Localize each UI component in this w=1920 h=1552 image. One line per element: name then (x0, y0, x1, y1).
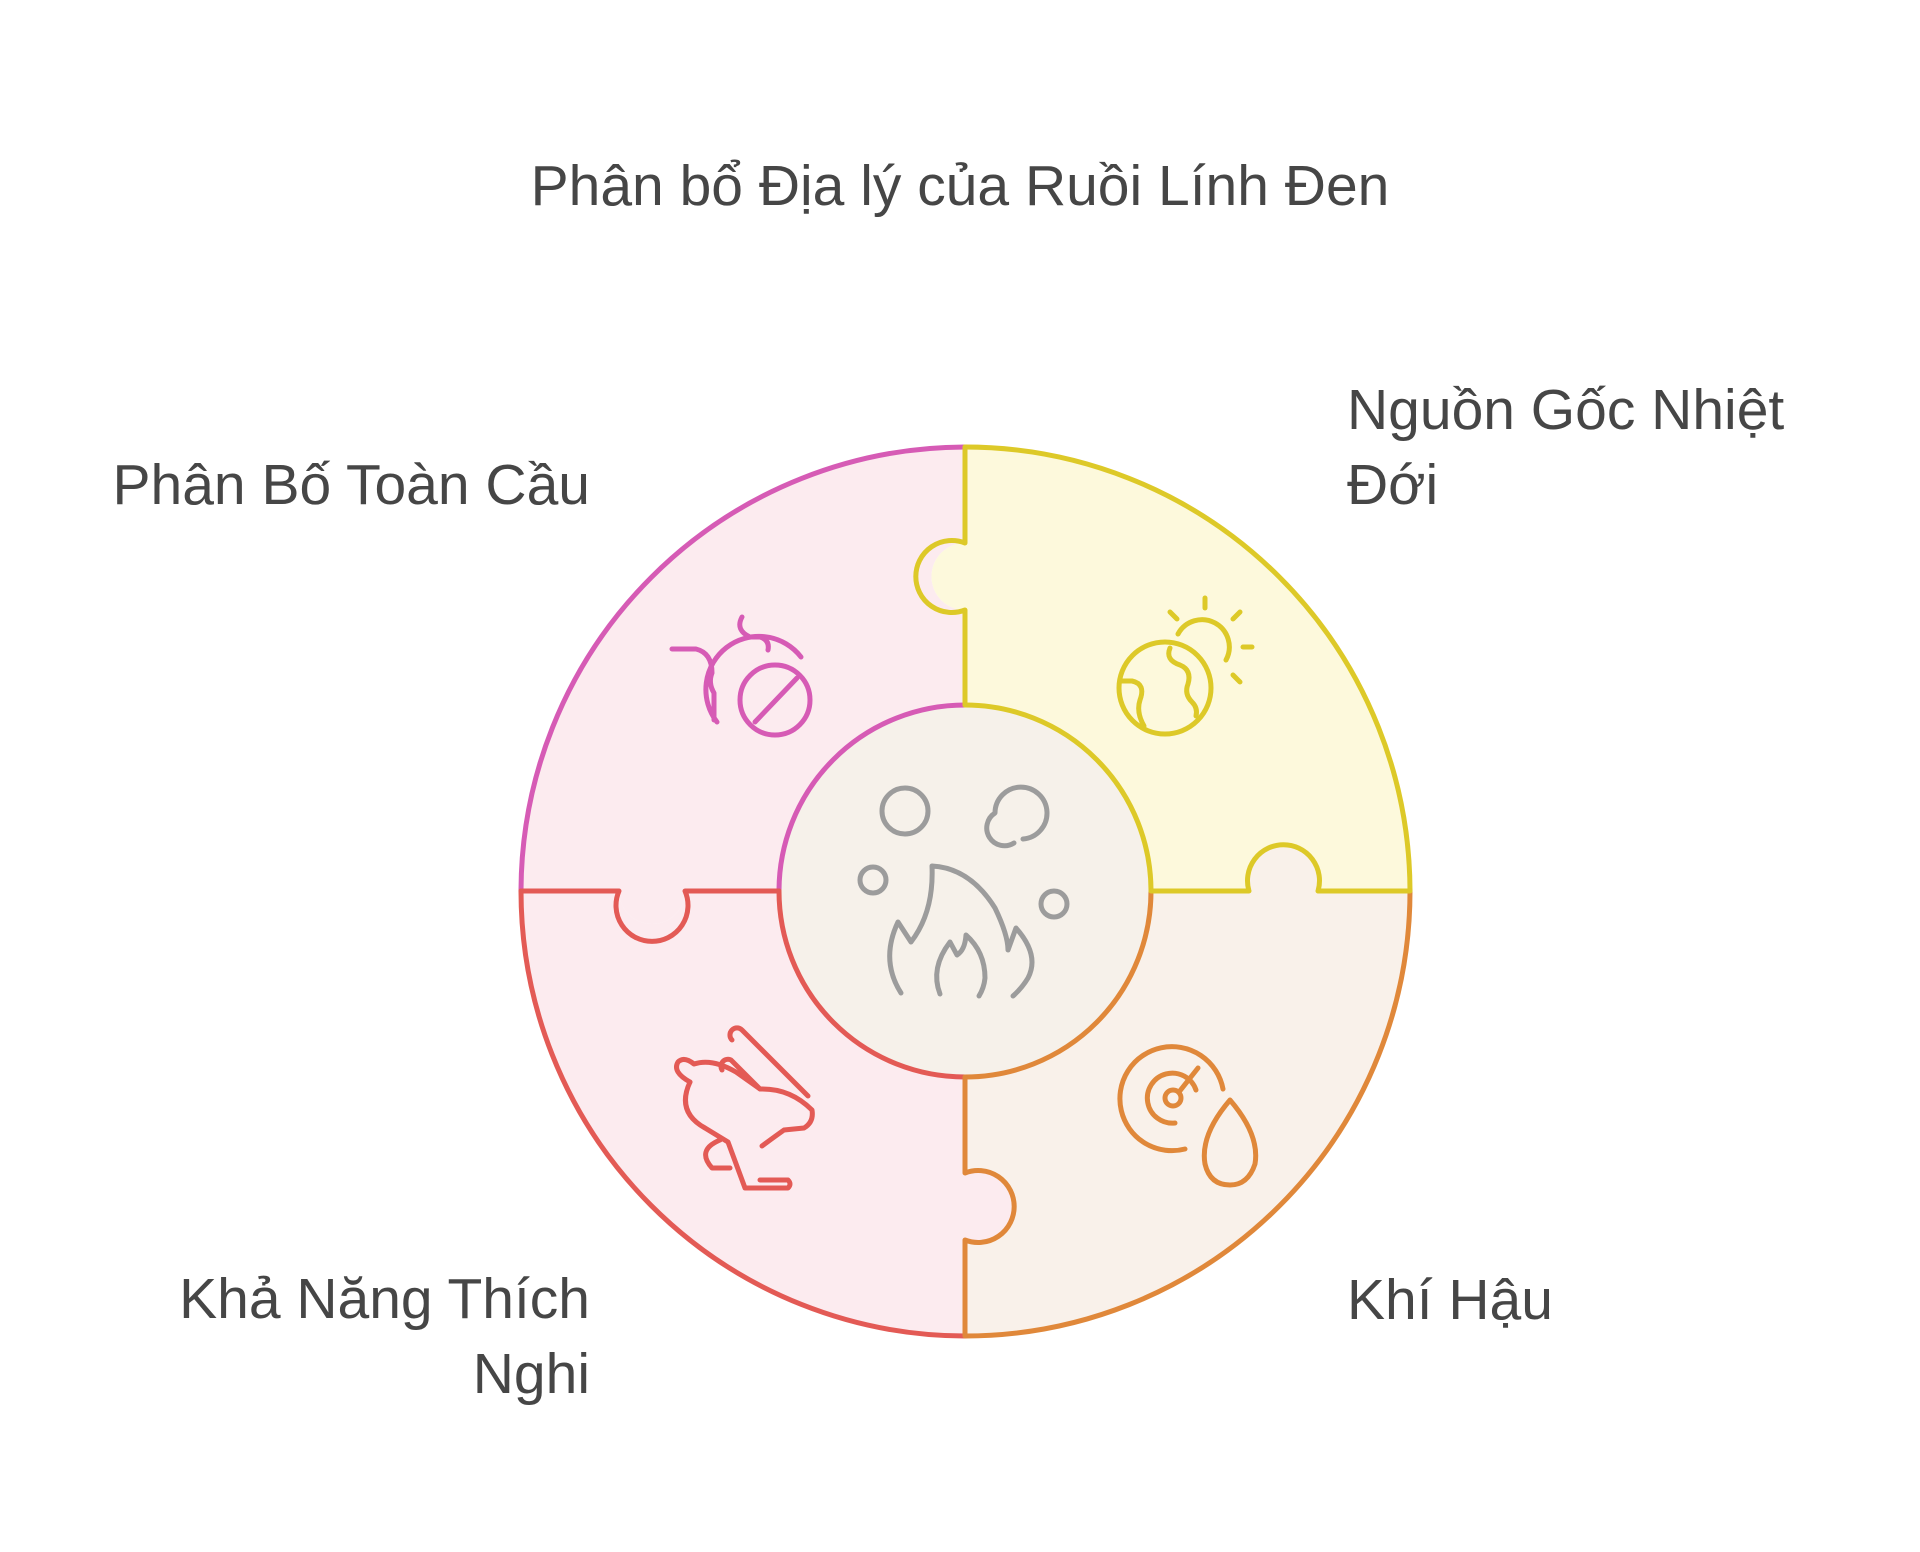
center-circle (779, 705, 1151, 1077)
ring-top-right (962, 444, 1413, 894)
inner-arc-bottom-left (776, 888, 968, 1080)
divider-bottom (962, 1074, 1017, 1339)
label-kha-nang-thich-nghi: Khả Năng Thích Nghi (179, 1267, 590, 1406)
piece-bottom-right (965, 844, 1410, 1336)
label-phan-bo-toan-cau: Phân Bố Toàn Cầu (112, 453, 591, 517)
inner-arc-top-right (962, 702, 1154, 894)
divider-top (913, 444, 968, 708)
label-nguon-goc-nhiet-doi: Nguồn Gốc Nhiệt Đới (1347, 378, 1785, 517)
fire-bubbles-icon (857, 784, 1070, 999)
piece-top-right (931, 447, 1410, 891)
inner-arc-top-left (776, 702, 968, 894)
inner-arc-bottom-right (962, 888, 1154, 1080)
divider-right (1148, 842, 1413, 894)
ring-bottom-right (962, 888, 1413, 1339)
label-khi-hau: Khí Hậu (1347, 1268, 1553, 1332)
divider-left (518, 888, 782, 944)
piece-bottom-left (521, 891, 1015, 1336)
globe-prohibited-icon (669, 614, 813, 738)
rabbit-icon (674, 1025, 815, 1191)
gauge-droplet-icon (1117, 1044, 1259, 1188)
globe-sun-icon (1116, 595, 1255, 737)
ring-top-left (518, 444, 968, 894)
page-title: Phân bổ Địa lý của Ruồi Lính Đen (530, 154, 1390, 218)
ring-bottom-left (518, 888, 968, 1339)
